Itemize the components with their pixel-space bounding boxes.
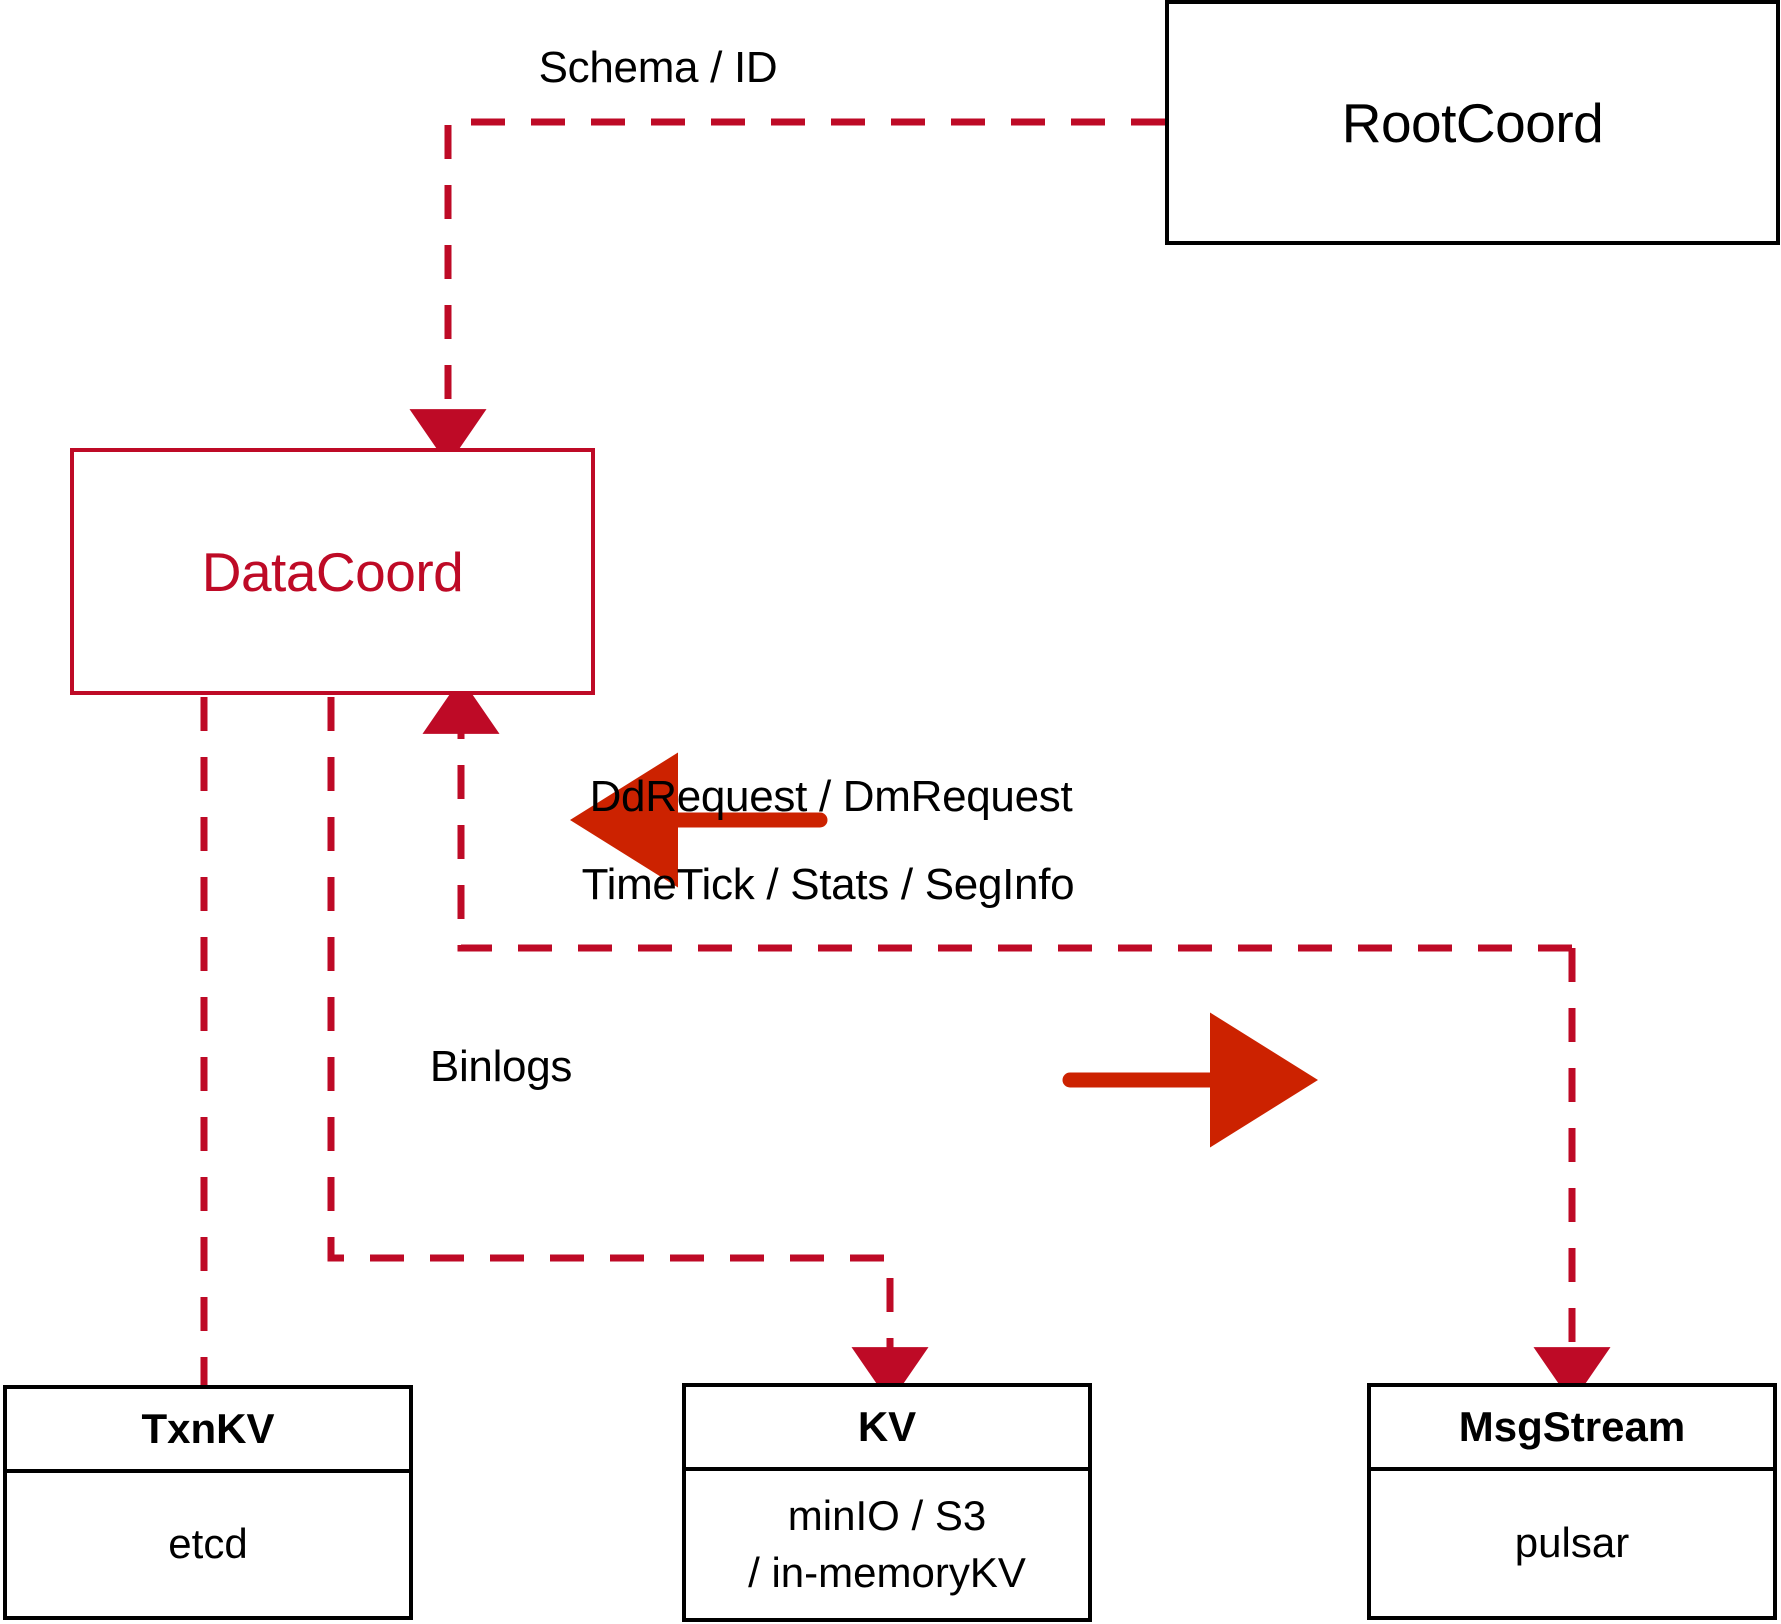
node-kv-header: KV	[686, 1387, 1088, 1471]
node-rootcoord-label: RootCoord	[1341, 91, 1604, 154]
node-kv[interactable]: KV minIO / S3 / in-memoryKV	[682, 1383, 1092, 1622]
node-msgstream-header: MsgStream	[1371, 1387, 1773, 1471]
node-msgstream[interactable]: MsgStream pulsar	[1367, 1383, 1777, 1620]
edge-rootcoord-to-datacoord	[409, 118, 1165, 466]
node-txnkv-body-line: etcd	[168, 1520, 248, 1568]
edge-label-schema-id: Schema / ID	[538, 43, 778, 92]
node-msgstream-body: pulsar	[1371, 1471, 1773, 1616]
edge-label-binlogs: Binlogs	[429, 1042, 573, 1091]
node-rootcoord[interactable]: RootCoord	[1165, 0, 1780, 245]
node-datacoord[interactable]: DataCoord	[70, 448, 595, 695]
node-kv-body: minIO / S3 / in-memoryKV	[686, 1471, 1088, 1618]
node-datacoord-label: DataCoord	[201, 540, 464, 603]
edge-msgstream-to-datacoord	[422, 677, 1572, 952]
node-kv-body-line-2: / in-memoryKV	[748, 1548, 1026, 1596]
node-txnkv-header: TxnKV	[7, 1389, 409, 1473]
edge-label-timetick-stats-seginfo: TimeTick / Stats / SegInfo	[581, 860, 1075, 909]
node-msgstream-body-line: pulsar	[1514, 1519, 1630, 1567]
node-kv-body-line-1: minIO / S3	[787, 1491, 987, 1539]
node-txnkv-body: etcd	[7, 1473, 409, 1616]
edge-label-dd-dm-request: DdRequest / DmRequest	[589, 772, 1073, 821]
node-txnkv[interactable]: TxnKV etcd	[3, 1385, 413, 1620]
